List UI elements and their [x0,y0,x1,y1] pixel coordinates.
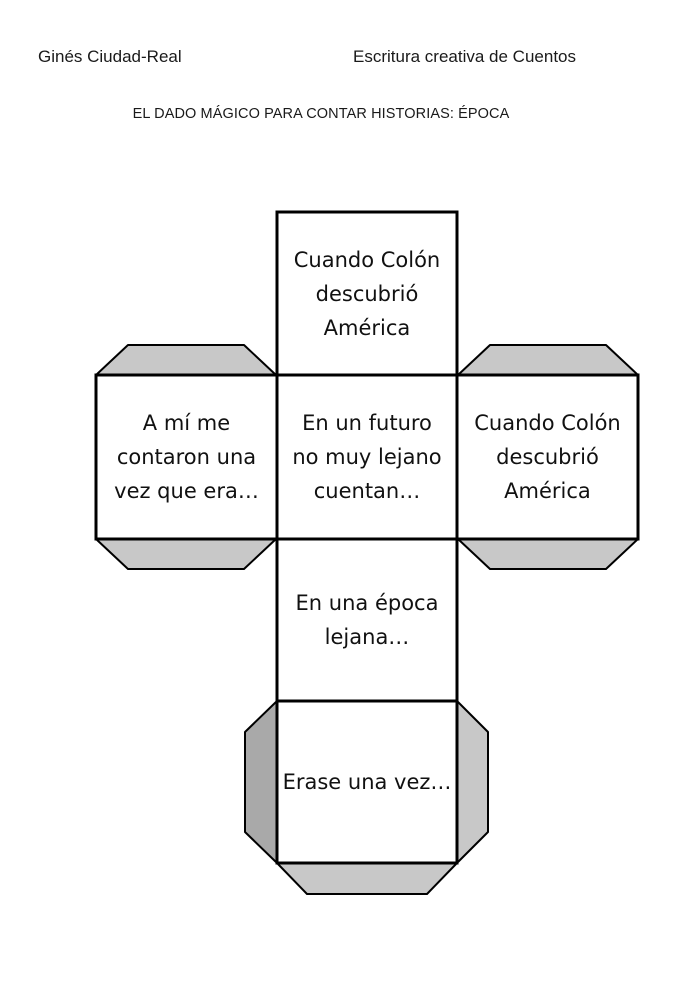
glue-tab-left-bottom [95,538,277,570]
glue-tab-right-top [457,344,639,376]
face-left [94,373,279,541]
glue-tab-bottom [276,862,458,895]
face-lower-text: En una época lejana… [295,591,439,649]
face-top [275,210,459,377]
face-right [455,373,640,541]
face-center-text: En un futuro no muy lejano cuentan… [292,411,442,503]
glue-tab-bottom-right [456,700,489,864]
glue-tab-right-bottom [457,538,639,570]
course-name: Escritura creativa de Cuentos [353,47,576,66]
author-name: Ginés Ciudad-Real [38,47,182,66]
face-top-text: Cuando Colón descubrió América [293,247,441,340]
glue-tab-left-top [95,344,277,376]
face-bottom-text: Erase una vez… [282,770,452,794]
face-right-text: Cuando Colón descubrió América [474,411,621,503]
face-left-text: A mí me contaron una vez que era… [114,411,259,503]
glue-tab-bottom-left [244,700,278,864]
face-bottom [275,699,459,865]
document-title: EL DADO MÁGICO PARA CONTAR HISTORIAS: ÉP… [132,106,510,122]
